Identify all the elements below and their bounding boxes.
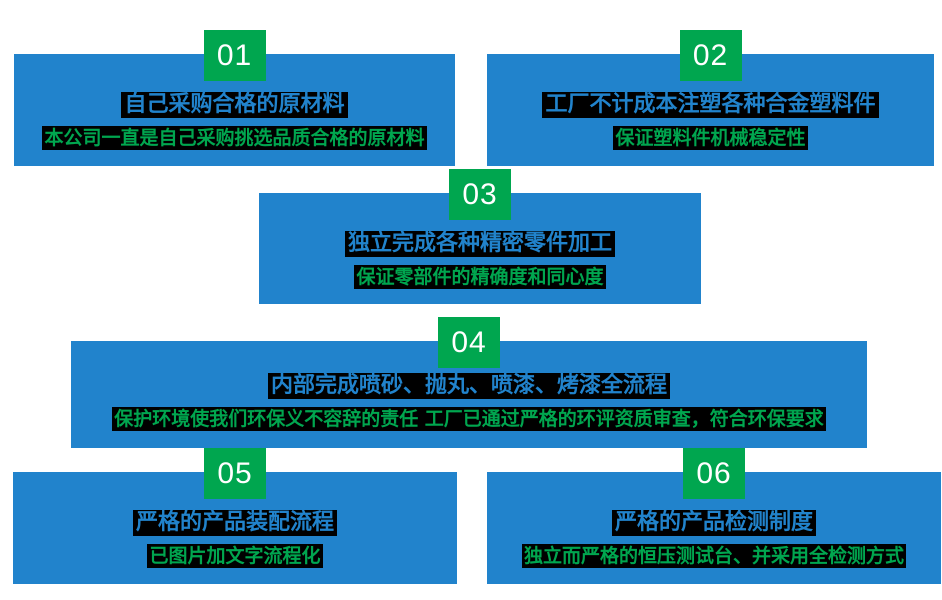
step-card-06: 06 严格的产品检测制度 独立而严格的恒压测试台、并采用全检测方式 <box>487 448 941 584</box>
step-subtitle: 保护环境使我们环保义不容辞的责任 工厂已通过严格的环评资质审查，符合环保要求 <box>112 407 826 431</box>
step-title: 严格的产品检测制度 <box>611 510 816 536</box>
step-title-row: 严格的产品装配流程 <box>13 510 457 536</box>
step-title: 内部完成喷砂、抛丸、喷漆、烤漆全流程 <box>267 373 670 399</box>
step-subtitle-row: 本公司一直是自己采购挑选品质合格的原材料 <box>14 126 455 150</box>
step-subtitle: 已图片加文字流程化 <box>147 544 323 568</box>
step-number-badge: 04 <box>438 317 500 368</box>
step-card-02: 02 工厂不计成本注塑各种合金塑料件 保证塑料件机械稳定性 <box>487 30 934 166</box>
step-card-04: 04 内部完成喷砂、抛丸、喷漆、烤漆全流程 保护环境使我们环保义不容辞的责任 工… <box>71 317 867 448</box>
step-title-row: 工厂不计成本注塑各种合金塑料件 <box>487 92 934 118</box>
step-title-row: 严格的产品检测制度 <box>487 510 941 536</box>
step-title: 工厂不计成本注塑各种合金塑料件 <box>542 92 879 118</box>
step-subtitle-row: 保护环境使我们环保义不容辞的责任 工厂已通过严格的环评资质审查，符合环保要求 <box>71 407 867 431</box>
step-subtitle: 本公司一直是自己采购挑选品质合格的原材料 <box>42 126 427 150</box>
step-title: 严格的产品装配流程 <box>132 510 337 536</box>
step-subtitle-row: 保证塑料件机械稳定性 <box>487 126 934 150</box>
step-title: 独立完成各种精密零件加工 <box>344 231 615 257</box>
step-card-03: 03 独立完成各种精密零件加工 保证零部件的精确度和同心度 <box>259 169 701 304</box>
step-number-badge: 06 <box>683 448 745 499</box>
step-number-badge: 05 <box>204 448 266 499</box>
step-number: 04 <box>451 325 487 359</box>
step-subtitle: 保证塑料件机械稳定性 <box>613 126 808 150</box>
step-title-row: 独立完成各种精密零件加工 <box>259 231 701 257</box>
step-subtitle: 独立而严格的恒压测试台、并采用全检测方式 <box>521 544 906 568</box>
step-number-badge: 03 <box>449 169 511 220</box>
step-number: 05 <box>217 456 253 490</box>
step-card-05: 05 严格的产品装配流程 已图片加文字流程化 <box>13 448 457 584</box>
step-number: 02 <box>692 38 729 72</box>
step-subtitle: 保证零部件的精确度和同心度 <box>354 265 606 289</box>
step-number: 01 <box>216 38 253 72</box>
step-title-row: 自己采购合格的原材料 <box>14 92 455 118</box>
step-title: 自己采购合格的原材料 <box>121 92 348 118</box>
step-number-badge: 01 <box>203 30 266 81</box>
step-number: 03 <box>462 177 498 211</box>
step-title-row: 内部完成喷砂、抛丸、喷漆、烤漆全流程 <box>71 373 867 399</box>
step-subtitle-row: 独立而严格的恒压测试台、并采用全检测方式 <box>487 544 941 568</box>
step-number-badge: 02 <box>679 30 742 81</box>
step-number: 06 <box>696 456 732 490</box>
step-subtitle-row: 保证零部件的精确度和同心度 <box>259 265 701 289</box>
step-card-01: 01 自己采购合格的原材料 本公司一直是自己采购挑选品质合格的原材料 <box>14 30 455 166</box>
step-subtitle-row: 已图片加文字流程化 <box>13 544 457 568</box>
